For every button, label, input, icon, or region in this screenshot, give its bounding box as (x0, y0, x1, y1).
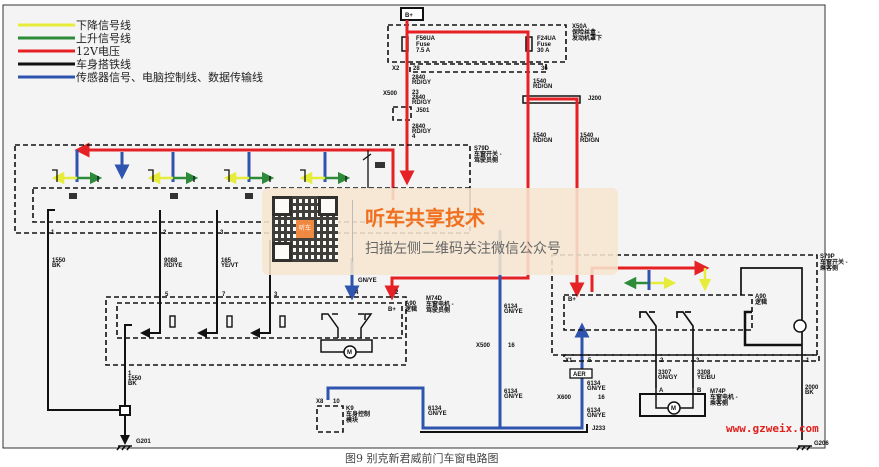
ground-label: G206 (814, 441, 829, 447)
bplus-label: B+ (405, 13, 413, 19)
bplus-label: B+ (388, 307, 396, 313)
passenger-switch-contacts (623, 267, 807, 440)
pin-label: 5 (588, 358, 592, 364)
motor-icon (667, 401, 681, 415)
qr-logo: 听车 (296, 220, 314, 238)
splice-label: J501 (416, 108, 430, 114)
splice-label: J200 (588, 96, 602, 102)
connector-label: X2 (392, 66, 400, 72)
connector-label: X600 (557, 395, 572, 401)
motor-symbol: M (347, 350, 352, 356)
pin-label: 2 (660, 358, 664, 364)
legend: 下降信号线 上升信号线 12V电压 车身搭铁线 传感器信号、电脑控制线、数据传输… (18, 18, 263, 84)
pin-label: 3 (274, 292, 278, 298)
watermark-banner: 听车 听车共享技术 扫描左侧二维码关注微信公众号 (262, 188, 618, 275)
divider (352, 200, 353, 262)
s79p-logic-box (563, 294, 753, 331)
pin-label: 36 (541, 66, 548, 72)
pin-label: B (697, 388, 702, 394)
connector-label: X8 (316, 399, 324, 405)
fuse-box-outline (387, 24, 567, 63)
m74p-passenger-motor (639, 393, 706, 417)
legend-label: 12V电压 (76, 45, 120, 58)
legend-label: 传感器信号、电脑控制线、数据传输线 (76, 70, 263, 84)
pin-label: A (659, 388, 664, 394)
watermark-subtitle: 扫描左侧二维码关注微信公众号 (365, 241, 561, 257)
pin-label: 16 (598, 395, 605, 401)
pin-label: 2 (163, 230, 167, 236)
pin-label: 2 (395, 290, 399, 296)
pin-label: 10 (333, 399, 340, 405)
battery-terminal (400, 7, 424, 21)
motor-symbol: M (671, 406, 676, 412)
x2-connector (409, 63, 547, 73)
connector-label: X500 (476, 343, 491, 349)
splice-label: J233 (592, 426, 606, 432)
ground-label: G201 (136, 439, 151, 445)
s79d-logic-box (32, 187, 471, 223)
pin-label: 1 (51, 230, 55, 236)
pin-label: 1 (806, 358, 810, 364)
pin-label: 5 (165, 292, 169, 298)
connector-label: X1 (565, 358, 573, 364)
site-watermark: www.gzweix.com (726, 422, 819, 435)
pin-label: 16 (508, 343, 515, 349)
legend-label: 车身搭铁线 (76, 57, 131, 71)
j501-splice (392, 106, 412, 121)
aer-box (569, 368, 593, 379)
pin-label: 3 (220, 230, 224, 236)
j200-splice (522, 95, 581, 104)
x1-connector (563, 354, 820, 362)
driver-motor-relays: M (169, 313, 373, 359)
wire-label: GN/YE (358, 278, 377, 284)
bplus-label: B+ (568, 297, 576, 303)
pin-label: 7 (222, 292, 226, 298)
aer-label: AER (573, 372, 586, 378)
motor-icon (343, 345, 357, 359)
watermark-title: 听车共享技术 (365, 206, 485, 230)
connector-label: X500 (383, 91, 398, 97)
pin-label: 3 (696, 358, 700, 364)
figure-caption: 图9 别克新君威前门车窗电路图 (345, 451, 499, 465)
qr-code: 听车 (272, 196, 338, 262)
legend-label: 下降信号线 (76, 18, 131, 32)
legend-label: 上升信号线 (76, 31, 131, 45)
pin-label: 4 (355, 290, 359, 296)
pin-label: 28 (413, 66, 420, 72)
k9-body-control-module (316, 405, 344, 433)
window-switch-contacts (51, 150, 385, 199)
lamp-icon (793, 319, 807, 333)
